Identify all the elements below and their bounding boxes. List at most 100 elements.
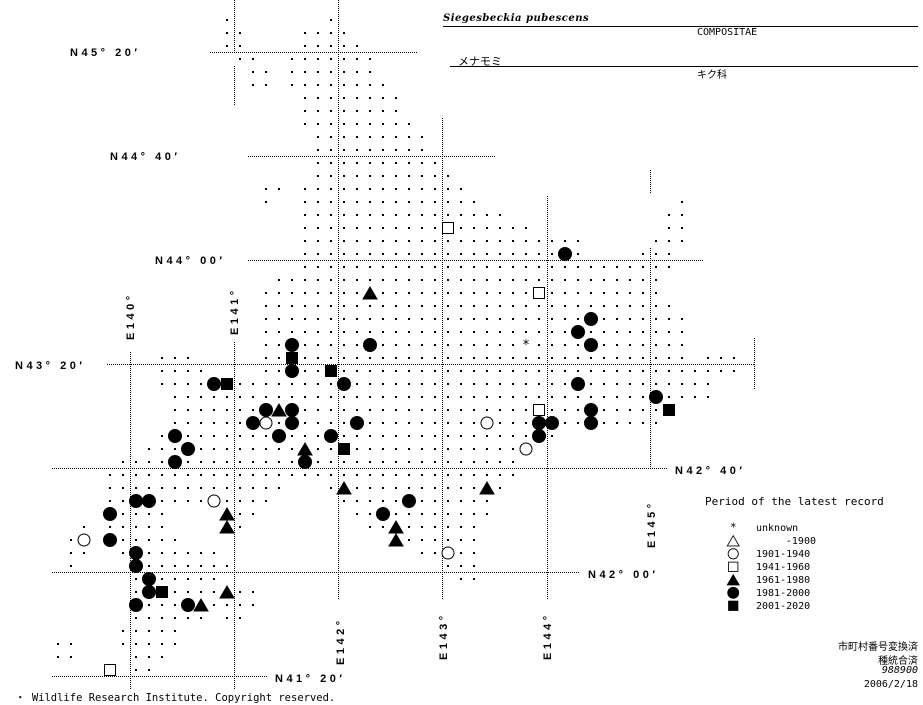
mesh-dot: [460, 383, 462, 385]
record-marker-p1981: [103, 507, 117, 521]
mesh-dot: [408, 396, 410, 398]
lat-label-45-20: N45° 20′: [70, 47, 141, 59]
mesh-dot: [499, 435, 501, 437]
mesh-dot: [57, 656, 59, 658]
mesh-dot: [408, 383, 410, 385]
legend-item-p1941: 1941-1960: [726, 560, 816, 573]
mesh-dot: [226, 409, 228, 411]
legend-label: 1901-1940: [756, 548, 811, 560]
record-marker-p1901: [441, 546, 455, 560]
mesh-dot: [421, 487, 423, 489]
mesh-dot: [434, 253, 436, 255]
mesh-dot: [434, 201, 436, 203]
mesh-dot: [577, 409, 579, 411]
mesh-dot: [486, 318, 488, 320]
mesh-dot: [616, 357, 618, 359]
mesh-dot: [681, 331, 683, 333]
asterisk-icon: *: [726, 521, 740, 535]
mesh-dot: [252, 58, 254, 60]
japanese-underline: [450, 66, 918, 67]
mesh-dot: [330, 279, 332, 281]
mesh-dot: [447, 474, 449, 476]
mesh-dot: [291, 474, 293, 476]
mesh-dot: [382, 383, 384, 385]
record-marker-p1981: [168, 429, 182, 443]
mesh-dot: [135, 578, 137, 580]
mesh-dot: [70, 643, 72, 645]
mesh-dot: [499, 422, 501, 424]
mesh-dot: [434, 539, 436, 541]
mesh-dot: [460, 214, 462, 216]
mesh-dot: [343, 123, 345, 125]
mesh-dot: [135, 643, 137, 645]
record-marker-p1981: [649, 390, 663, 404]
mesh-dot: [265, 500, 267, 502]
mesh-dot: [668, 396, 670, 398]
mesh-dot: [213, 435, 215, 437]
mesh-dot: [382, 201, 384, 203]
mesh-dot: [382, 214, 384, 216]
mesh-dot: [356, 149, 358, 151]
mesh-dot: [317, 409, 319, 411]
mesh-dot: [629, 409, 631, 411]
mesh-dot: [265, 318, 267, 320]
mesh-dot: [447, 526, 449, 528]
mesh-dot: [304, 266, 306, 268]
mesh-dot: [382, 500, 384, 502]
mesh-dot: [551, 383, 553, 385]
mesh-dot: [239, 396, 241, 398]
mesh-dot: [343, 305, 345, 307]
mesh-dot: [603, 422, 605, 424]
lat-label-44-00: N44° 00′: [155, 255, 226, 267]
mesh-dot: [174, 630, 176, 632]
mesh-dot: [473, 513, 475, 515]
mesh-dot: [707, 357, 709, 359]
mesh-dot: [460, 565, 462, 567]
mesh-dot: [408, 266, 410, 268]
japanese-name: メナモミ: [458, 55, 502, 68]
mesh-dot: [460, 292, 462, 294]
mesh-dot: [161, 435, 163, 437]
mesh-dot: [473, 240, 475, 242]
mesh-dot: [655, 279, 657, 281]
mesh-dot: [655, 331, 657, 333]
mesh-dot: [564, 318, 566, 320]
mesh-dot: [525, 409, 527, 411]
mesh-dot: [317, 331, 319, 333]
mesh-dot: [330, 448, 332, 450]
lat-label-41-20: N41° 20′: [275, 673, 346, 685]
mesh-dot: [499, 292, 501, 294]
mesh-dot: [122, 500, 124, 502]
mesh-dot: [200, 383, 202, 385]
mesh-dot: [304, 396, 306, 398]
mesh-dot: [603, 396, 605, 398]
mesh-dot: [330, 357, 332, 359]
mesh-dot: [239, 383, 241, 385]
mesh-dot: [434, 305, 436, 307]
mesh-dot: [122, 630, 124, 632]
mesh-dot: [473, 279, 475, 281]
mesh-dot: [616, 383, 618, 385]
mesh-dot: [369, 487, 371, 489]
mesh-dot: [460, 474, 462, 476]
mesh-dot: [460, 461, 462, 463]
mesh-dot: [447, 435, 449, 437]
mesh-dot: [187, 370, 189, 372]
lon-label-142: E142°: [335, 617, 347, 665]
mesh-dot: [395, 214, 397, 216]
legend-label: unknown: [756, 522, 799, 534]
mesh-dot: [421, 175, 423, 177]
mesh-dot: [499, 318, 501, 320]
mesh-dot: [304, 409, 306, 411]
record-marker-p1981: [272, 429, 286, 443]
record-marker-p1981: [571, 377, 585, 391]
mesh-dot: [135, 617, 137, 619]
mesh-dot: [226, 422, 228, 424]
mesh-dot: [330, 487, 332, 489]
mesh-dot: [694, 396, 696, 398]
mesh-dot: [434, 370, 436, 372]
mesh-dot: [174, 552, 176, 554]
legend-label: 1941-1960: [756, 561, 811, 573]
mesh-dot: [356, 435, 358, 437]
mesh-dot: [343, 409, 345, 411]
